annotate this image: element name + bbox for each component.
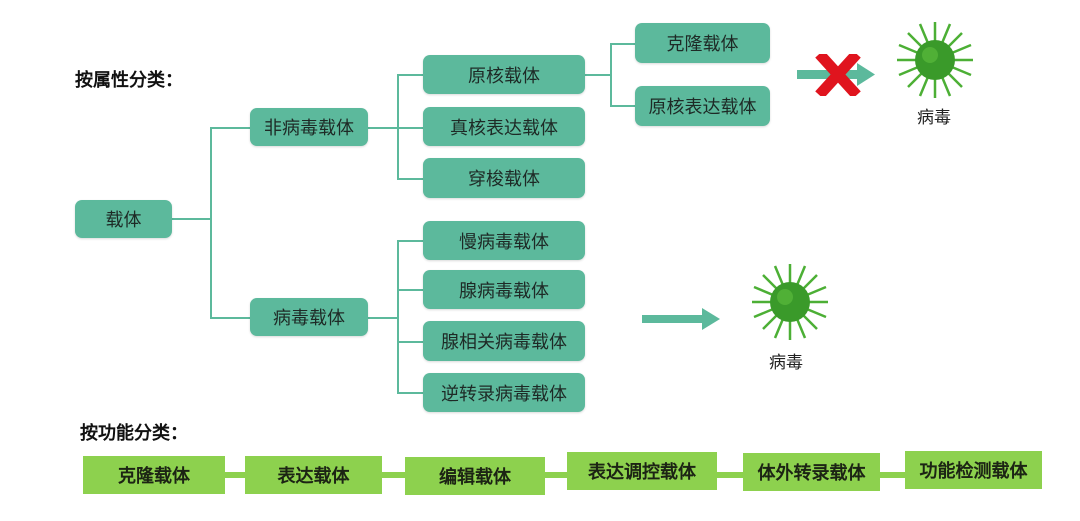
function-bar-connector: [85, 472, 1040, 478]
connector: [610, 43, 635, 45]
function-in-vitro-transcription: 体外转录载体: [743, 453, 880, 491]
connector: [397, 74, 423, 76]
function-section-title: 按功能分类：: [80, 423, 188, 444]
connector: [210, 127, 212, 318]
connector: [397, 392, 423, 394]
node-root: 载体: [75, 200, 172, 238]
node-lentivirus: 慢病毒载体: [423, 221, 585, 260]
connector: [397, 289, 423, 291]
virus-icon: [752, 264, 828, 340]
node-prokaryotic: 原核载体: [423, 55, 585, 94]
function-expression: 表达载体: [245, 456, 382, 494]
connector: [397, 240, 423, 242]
node-adenovirus: 腺病毒载体: [423, 270, 585, 309]
connector: [585, 74, 611, 76]
node-shuttle: 穿梭载体: [423, 158, 585, 198]
function-expression-regulation: 表达调控载体: [567, 452, 717, 490]
connector: [210, 127, 250, 129]
connector: [172, 218, 212, 220]
blocked-arrow-icon: [797, 54, 875, 96]
connector: [210, 317, 250, 319]
function-editing: 编辑载体: [405, 457, 545, 495]
connector: [368, 317, 398, 319]
function-detection: 功能检测载体: [905, 451, 1042, 489]
node-retrovirus: 逆转录病毒载体: [423, 373, 585, 412]
virus-label: 病毒: [769, 353, 803, 373]
connector: [397, 74, 399, 179]
connector: [368, 127, 423, 129]
connector: [610, 105, 635, 107]
connector: [397, 240, 399, 393]
connector: [610, 43, 612, 106]
node-prokaryotic-expression: 原核表达载体: [635, 86, 770, 126]
function-cloning: 克隆载体: [83, 456, 225, 494]
red-x-icon: [815, 54, 861, 96]
connector: [397, 178, 423, 180]
node-aav: 腺相关病毒载体: [423, 321, 585, 361]
arrow-icon: [642, 308, 720, 330]
node-cloning: 克隆载体: [635, 23, 770, 63]
node-non-viral: 非病毒载体: [250, 108, 368, 146]
attribute-section-title: 按属性分类：: [75, 70, 183, 91]
node-eukaryotic-expression: 真核表达载体: [423, 107, 585, 146]
node-viral: 病毒载体: [250, 298, 368, 336]
virus-label: 病毒: [917, 108, 951, 128]
virus-icon: [897, 22, 973, 98]
connector: [397, 341, 423, 343]
